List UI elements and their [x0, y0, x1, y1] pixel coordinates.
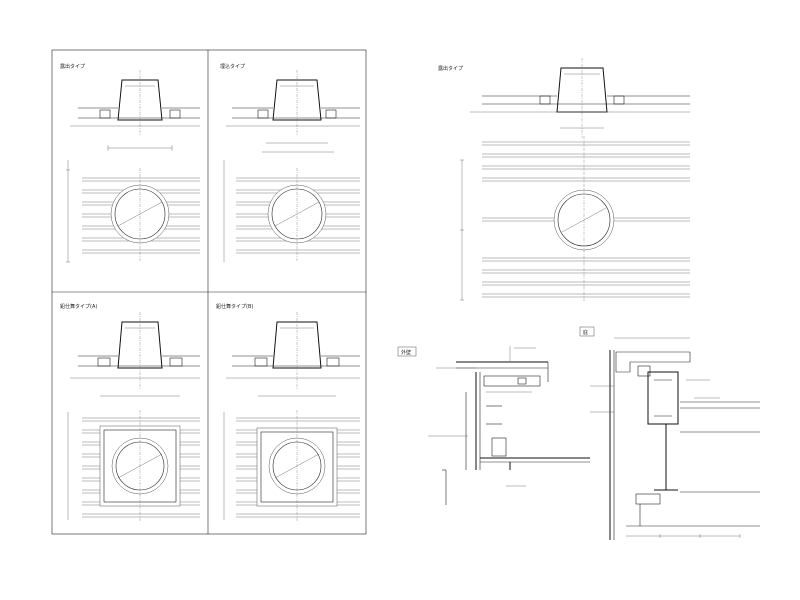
- panel-3-plan: [67, 410, 200, 522]
- section-1-label: 外壁: [401, 349, 411, 356]
- panel-4-title: 鉛仕舞タイプ(B): [216, 303, 253, 310]
- panel-5-elevation: [470, 58, 690, 138]
- panel-1-title: 露出タイプ: [60, 63, 85, 70]
- panel-4-plan: [223, 410, 360, 522]
- panel-3-elevation: [70, 312, 200, 397]
- panel-3-title: 鉛仕舞タイプ(A): [60, 303, 97, 310]
- panel-5: 露出タイプ: [438, 58, 690, 302]
- left-frame: [51, 49, 367, 535]
- panel-4-elevation: [226, 312, 360, 397]
- panel-5-plan: [460, 136, 690, 302]
- panel-5-title: 露出タイプ: [438, 65, 463, 72]
- section-canopy: 庇: [579, 326, 760, 540]
- panel-1-elevation: [70, 70, 200, 151]
- panel-2-title: 埋込タイプ: [220, 63, 245, 70]
- panel-1: 露出タイプ: [60, 63, 200, 263]
- section-1-label-box: [397, 346, 417, 357]
- panel-2-elevation: [226, 70, 360, 153]
- section-exterior-wall: 外壁: [397, 346, 590, 505]
- panel-4: 鉛仕舞タイプ(B): [216, 303, 360, 522]
- panel-2: 埋込タイプ: [220, 63, 360, 262]
- panel-2-siding-lines: [236, 177, 360, 254]
- section-2-label: 庇: [583, 329, 588, 336]
- section-2-label-box: [579, 326, 595, 337]
- panel-3: 鉛仕舞タイプ(A): [60, 303, 200, 522]
- panel-1-plan: [66, 160, 200, 263]
- panel-2-plan: [223, 160, 360, 262]
- panel-5-siding-lines: [482, 141, 690, 298]
